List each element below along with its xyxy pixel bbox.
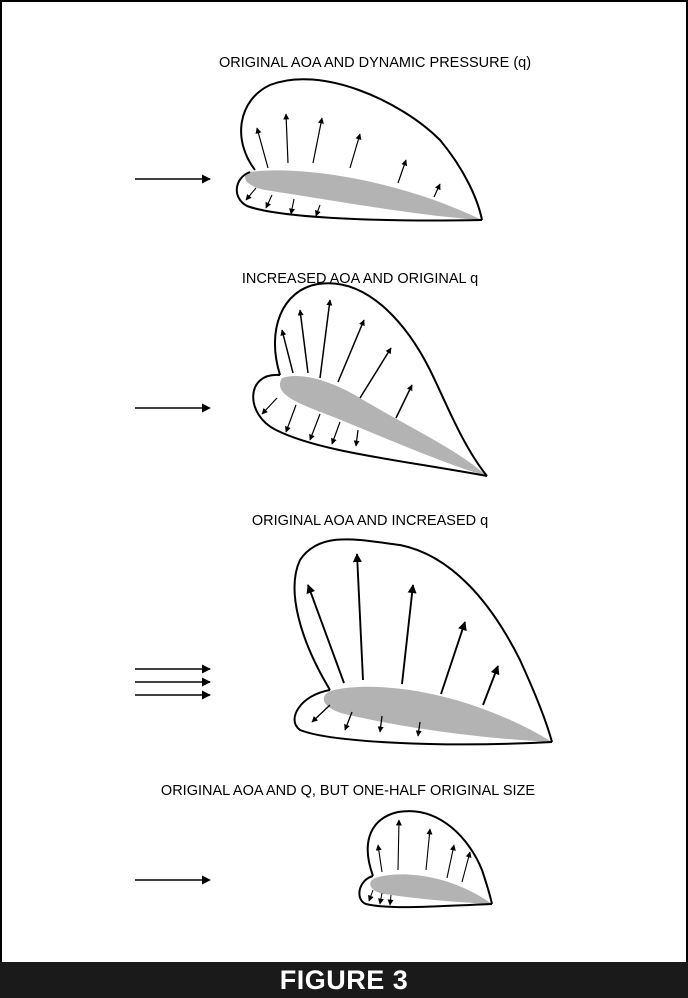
panel-half-size bbox=[135, 811, 492, 907]
caption-panel-2: INCREASED AOA AND ORIGINAL q bbox=[242, 271, 478, 287]
pressure-distribution-diagram: ORIGINAL AOA AND DYNAMIC PRESSURE (q) IN… bbox=[0, 0, 688, 962]
panel-increased-q bbox=[135, 539, 552, 744]
airfoil bbox=[324, 687, 552, 742]
caption-panel-3: ORIGINAL AOA AND INCREASED q bbox=[252, 513, 488, 529]
increased-airflow-arrows bbox=[135, 669, 210, 695]
figure-label: FIGURE 3 bbox=[0, 962, 688, 998]
airfoil bbox=[370, 874, 492, 904]
suction-force-arrows bbox=[378, 820, 470, 882]
panel-original bbox=[135, 79, 482, 220]
panel-increased-aoa bbox=[135, 283, 487, 476]
suction-force-arrows bbox=[308, 554, 498, 705]
caption-panel-1: ORIGINAL AOA AND DYNAMIC PRESSURE (q) bbox=[219, 55, 531, 71]
caption-panel-4: ORIGINAL AOA AND Q, BUT ONE-HALF ORIGINA… bbox=[161, 783, 535, 799]
